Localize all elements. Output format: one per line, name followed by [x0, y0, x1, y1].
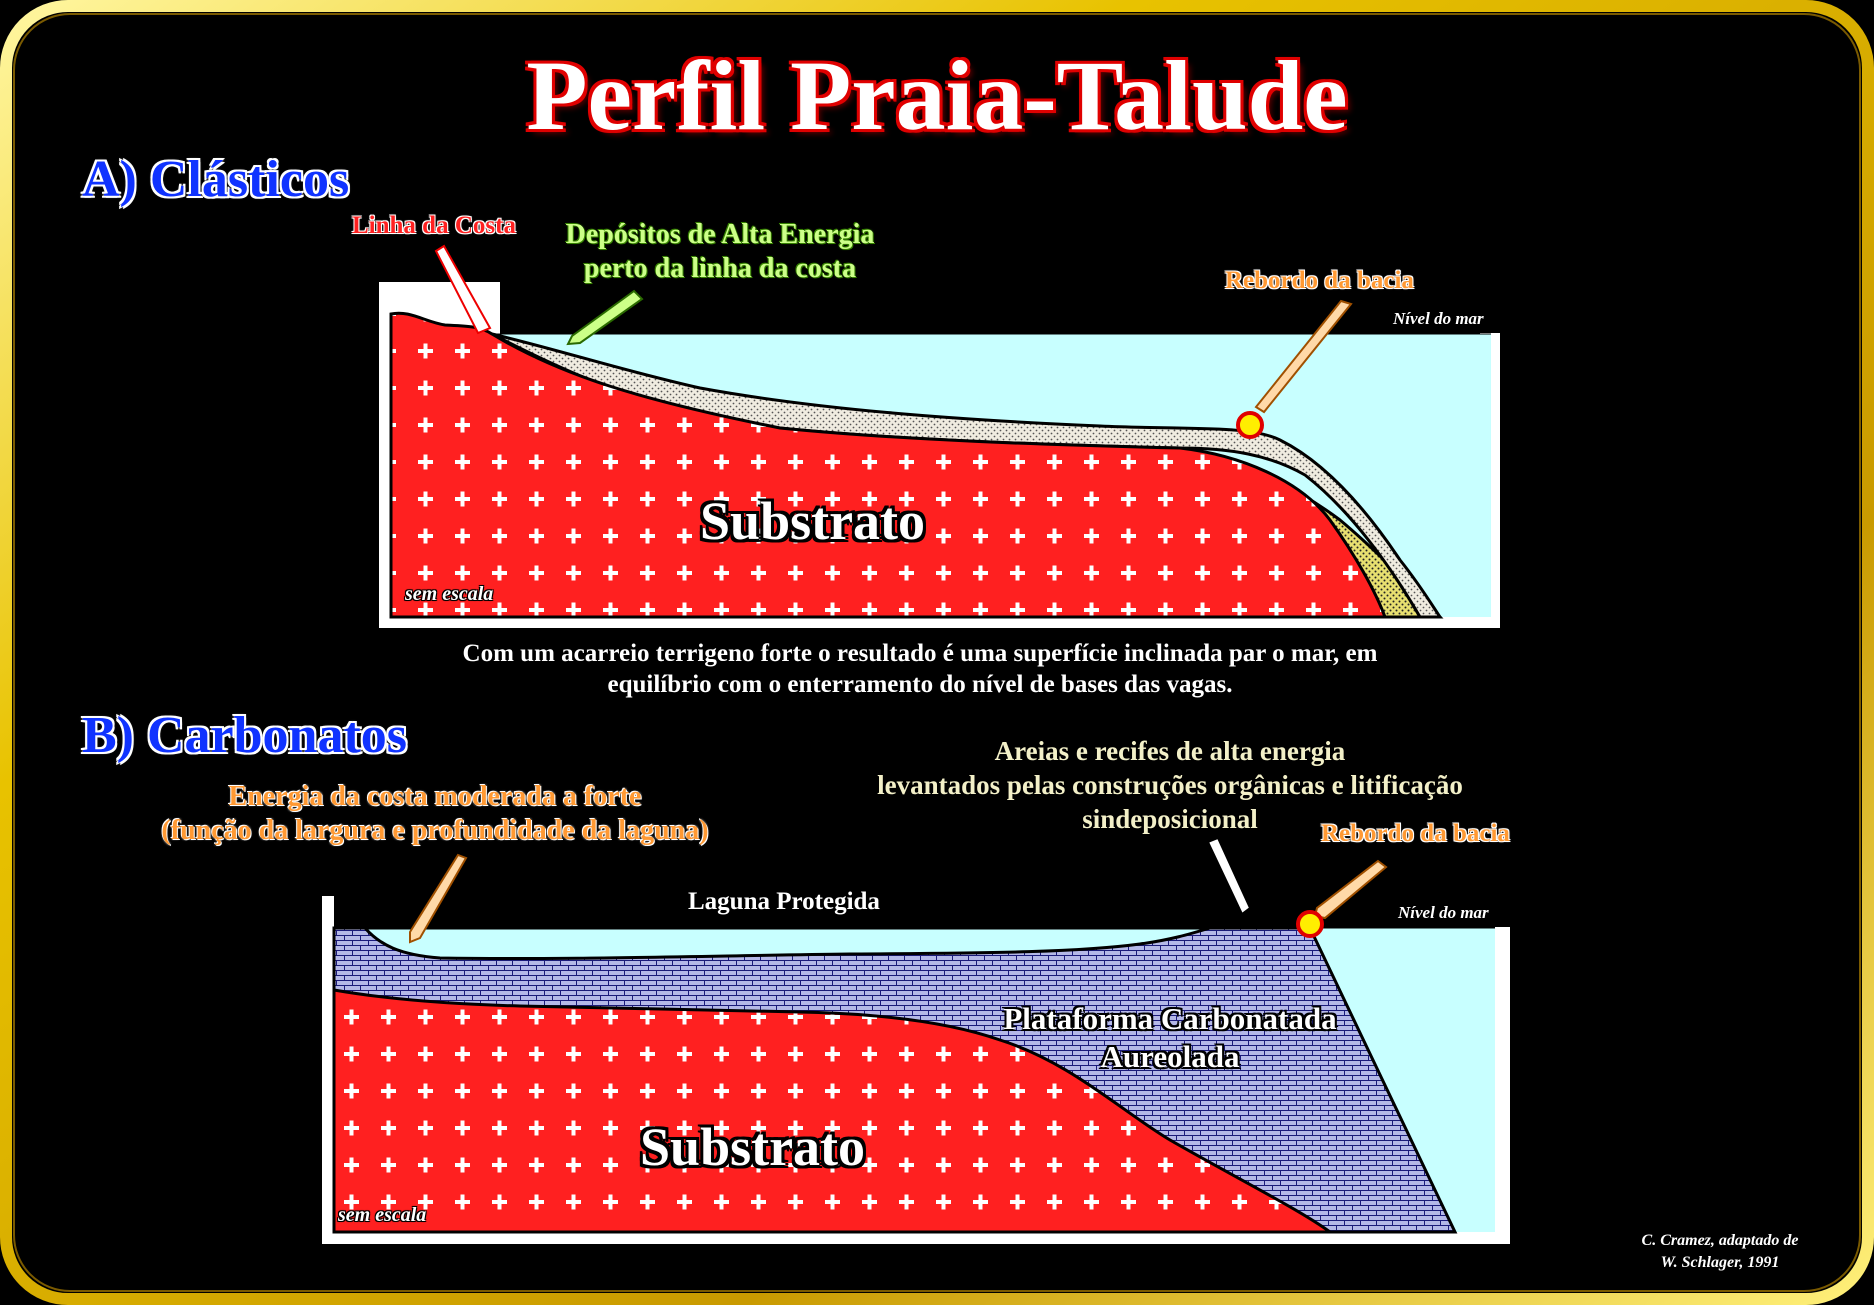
- substrate-b: [332, 988, 1335, 1234]
- label-sem-escala-b: sem escala: [338, 1204, 427, 1226]
- caption-a: Com um acarreio terrigeno forte o result…: [462, 640, 1378, 698]
- label-nivel-mar-b: Nível do mar: [1398, 903, 1489, 922]
- lagoon-b: [361, 926, 1211, 961]
- page-title: Perfil Praia-Talude: [526, 40, 1348, 151]
- arrow-energia: [409, 853, 468, 944]
- label-rebordo-b: Rebordo da bacia: [1321, 820, 1510, 847]
- arrow-rebordo-a: [1254, 299, 1353, 414]
- label-substrato-a: Substrato: [700, 491, 926, 551]
- inner-frame-line: [13, 13, 1861, 1292]
- arrow-depositos: [566, 289, 644, 346]
- panel-a-clasticos: [379, 244, 1500, 628]
- rebordo-marker-b: [1296, 910, 1324, 938]
- label-energia: Energia da costa moderada a forte (funçã…: [161, 781, 709, 846]
- label-areias: Areias e recifes de alta energia levanta…: [877, 736, 1463, 834]
- rebordo-marker-a: [1236, 411, 1264, 439]
- arrow-linha-costa: [434, 244, 492, 335]
- heading-clasticos: A) Clásticos: [82, 151, 350, 208]
- label-substrato-b: Substrato: [640, 1117, 866, 1177]
- arrow-rebordo-b: [1313, 859, 1388, 920]
- label-nivel-mar-a: Nível do mar: [1393, 309, 1484, 328]
- label-rebordo-a: Rebordo da bacia: [1225, 267, 1414, 294]
- label-sem-escala-a: sem escala: [405, 583, 494, 605]
- arrow-areias: [1206, 836, 1252, 916]
- label-depositos: Depósitos de Alta Energia perto da linha…: [565, 219, 875, 284]
- heading-carbonatos: B) Carbonatos: [82, 707, 408, 764]
- panel-b-carbonatos: [322, 836, 1510, 1244]
- credit: C. Cramez, adaptado de W. Schlager, 1991: [1641, 1232, 1799, 1271]
- label-plataforma: Plataforma Carbonatada Aureolada: [1003, 1001, 1337, 1074]
- label-laguna: Laguna Protegida: [688, 888, 880, 915]
- label-linha-costa: Linha da Costa: [352, 212, 516, 239]
